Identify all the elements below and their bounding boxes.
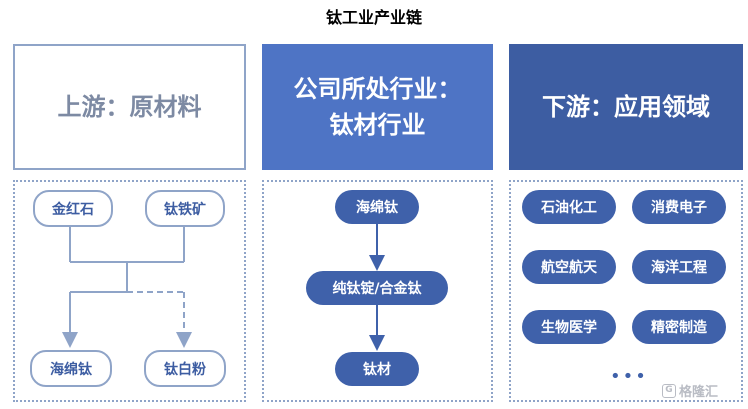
node-consumer-electronics: 消费电子: [632, 190, 726, 224]
node-titanium-dioxide: 钛白粉: [144, 350, 226, 387]
node-aerospace: 航空航天: [522, 250, 616, 284]
midstream-header: 公司所处行业： 钛材行业: [262, 44, 493, 170]
more-ellipsis: •••: [610, 366, 648, 387]
upstream-header: 上游：原材料: [13, 44, 246, 170]
midstream-panel: [262, 180, 493, 402]
node-ilmenite: 钛铁矿: [145, 190, 225, 227]
node-marine-engineering: 海洋工程: [632, 250, 726, 284]
node-titanium-material: 钛材: [335, 352, 419, 386]
upstream-header-text: 上游：原材料: [57, 93, 202, 121]
node-rutile: 金红石: [33, 190, 113, 227]
midstream-header-line2: 钛材行业: [329, 111, 426, 139]
diagram-title: 钛工业产业链: [325, 8, 422, 27]
node-ingot-alloy: 纯钛锭/合金钛: [306, 271, 448, 305]
node-sponge-titanium: 海绵钛: [335, 190, 419, 224]
node-biomedicine: 生物医学: [522, 310, 616, 344]
watermark-text: 格隆汇: [679, 385, 719, 400]
downstream-header-text: 下游：应用领域: [542, 93, 710, 121]
node-sponge-titanium-upstream: 海绵钛: [30, 350, 112, 387]
node-precision-manufacturing: 精密制造: [632, 310, 726, 344]
downstream-header: 下游：应用领域: [509, 44, 743, 170]
upstream-panel: [13, 180, 246, 402]
watermark: G 格隆汇: [662, 381, 718, 400]
midstream-header-line1: 公司所处行业：: [293, 75, 462, 103]
downstream-panel: [509, 180, 743, 402]
node-petrochemical: 石油化工: [522, 190, 616, 224]
watermark-logo-icon: G: [662, 383, 676, 398]
